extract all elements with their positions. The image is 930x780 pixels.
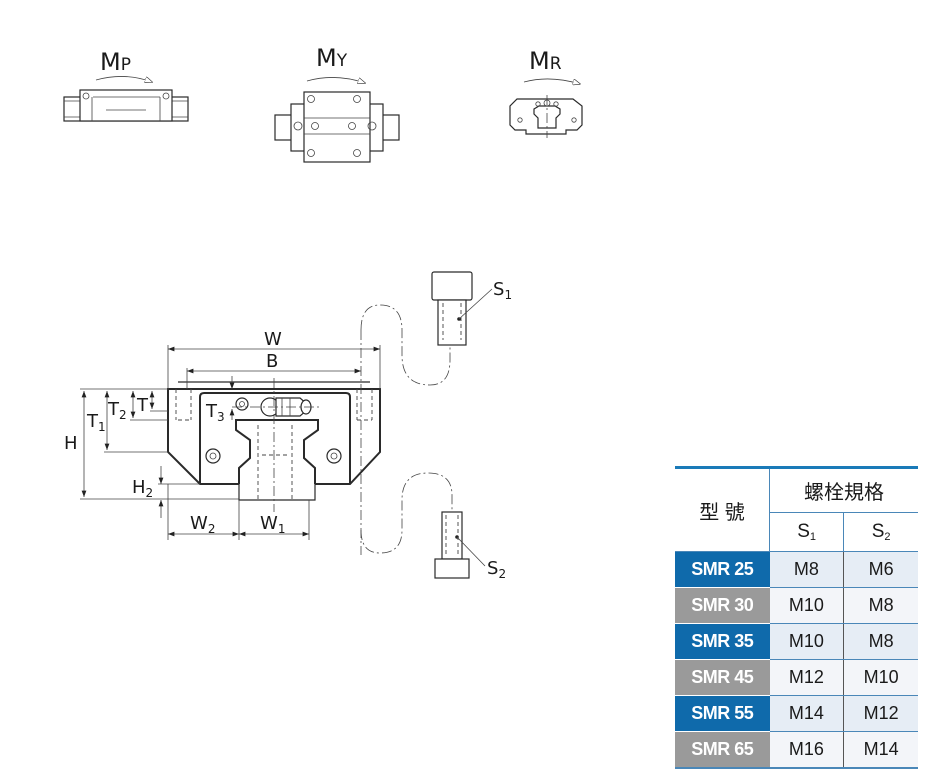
table-row: SMR 45 M12 M10: [675, 659, 918, 696]
pitch-label: MP: [100, 48, 131, 76]
model-cell: SMR 65: [675, 731, 770, 769]
dim-T2-label: T2: [107, 399, 127, 422]
header-s2: S2: [843, 512, 918, 552]
pitch-moment-diagram: MP: [63, 48, 189, 122]
model-cell: SMR 55: [675, 695, 770, 732]
s2-cell: M6: [843, 551, 918, 588]
yaw-label: MY: [316, 44, 348, 72]
model-cell: SMR 45: [675, 659, 770, 696]
s2-cell: M8: [843, 623, 918, 660]
table-row: SMR 30 M10 M8: [675, 587, 918, 624]
s2-cell: M8: [843, 587, 918, 624]
table-row: SMR 55 M14 M12: [675, 695, 918, 732]
bolt-S1: S1: [360, 271, 512, 386]
bolt-S2-label: S2: [487, 558, 506, 581]
block-hole-icon: [205, 448, 221, 464]
table-row: SMR 25 M8 M6: [675, 551, 918, 588]
s1-cell: M8: [769, 551, 845, 588]
dim-W1-label: W1: [260, 513, 285, 536]
s1-cell: M10: [769, 587, 845, 624]
model-cell: SMR 25: [675, 551, 770, 588]
table-row: SMR 35 M10 M8: [675, 623, 918, 660]
bolt-S2: S2: [360, 472, 506, 581]
dim-B-label: B: [266, 351, 278, 372]
dim-H-label: H: [64, 433, 78, 454]
dim-W-label: W: [264, 329, 282, 350]
s2-cell: M10: [843, 659, 918, 696]
bolt-S1-label: S1: [493, 279, 512, 302]
yaw-arrow-icon: [306, 77, 365, 83]
s1-cell: M16: [769, 731, 845, 769]
model-cell: SMR 35: [675, 623, 770, 660]
bolt-spec-table: 型 號 螺栓規格 S1 S2 SMR 25 M8 M6 SMR 30 M10 M…: [675, 466, 918, 769]
pitch-arrow-icon: [95, 76, 152, 82]
dim-T-label: T: [136, 395, 149, 416]
dim-W2-label: W2: [190, 513, 215, 536]
roll-arrow-icon: [523, 78, 580, 84]
dimension-lines: W B H T1 T2 T T3 H2 W2: [64, 329, 381, 540]
block-hole-icon: [235, 397, 249, 411]
s1-cell: M14: [769, 695, 845, 732]
dim-H2-label: H2: [132, 477, 153, 500]
dim-T3-label: T3: [205, 401, 225, 424]
table-row: SMR 65 M16 M14: [675, 731, 918, 769]
roll-moment-diagram: MR: [509, 47, 583, 138]
s1-cell: M12: [769, 659, 845, 696]
slider-block: [167, 330, 381, 555]
s2-cell: M14: [843, 731, 918, 769]
s1-cell: M10: [769, 623, 845, 660]
header-model: 型 號: [675, 466, 770, 552]
model-cell: SMR 30: [675, 587, 770, 624]
header-s1: S1: [769, 512, 845, 552]
block-hole-icon: [326, 448, 342, 464]
s2-cell: M12: [843, 695, 918, 732]
header-bolt-spec: 螺栓規格: [769, 466, 918, 513]
yaw-moment-diagram: MY: [274, 44, 400, 163]
dim-T1-label: T1: [86, 411, 106, 434]
roll-label: MR: [529, 47, 562, 75]
dimension-drawing: W B H T1 T2 T T3 H2 W2: [64, 271, 512, 581]
moment-diagrams: MP MY MR: [63, 44, 583, 163]
